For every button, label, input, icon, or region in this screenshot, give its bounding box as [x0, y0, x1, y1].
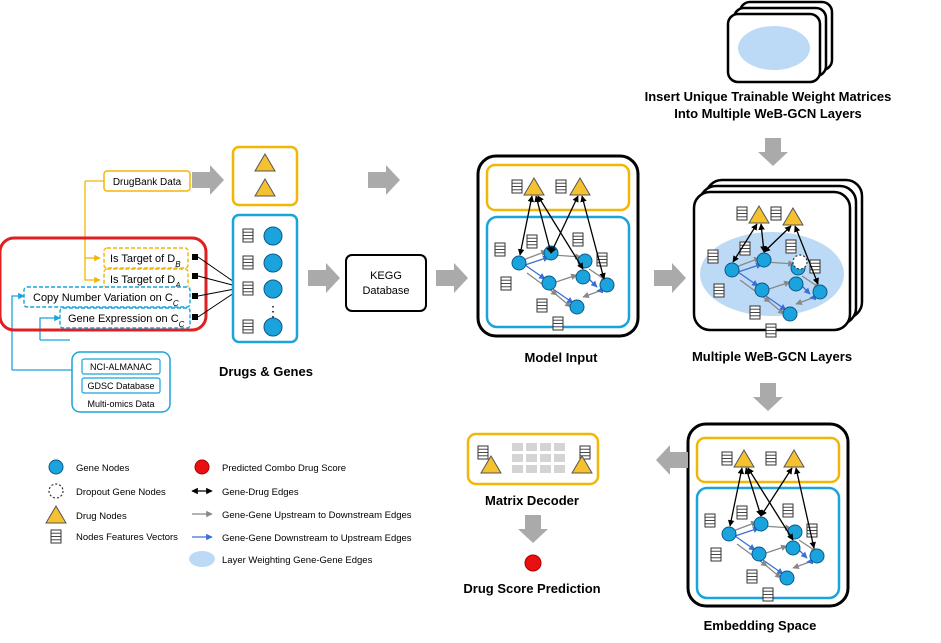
- feature-inputs-border: [0, 236, 208, 332]
- copy-number-label: Copy Number Variation on C: [33, 292, 173, 304]
- arrow-decoder-to-prediction: [518, 515, 548, 543]
- drugbank-label: DrugBank Data: [113, 177, 182, 188]
- is-target-da-label: Is Target of D: [110, 274, 175, 286]
- genes-box: ⋮: [231, 213, 299, 344]
- source-connectors: [11, 180, 104, 371]
- matrix-decoder-label: Matrix Decoder: [485, 493, 579, 508]
- drugs-genes-label: Drugs & Genes: [219, 364, 313, 379]
- nci-almanac-label: NCI-ALMANAC: [90, 362, 153, 372]
- arrow-drugbank-to-drugs: [192, 165, 224, 195]
- genes-ellipsis: ⋮: [266, 303, 280, 319]
- legend-predicted-combo: Predicted Combo Drug Score: [222, 463, 346, 474]
- embedding-space-label: Embedding Space: [704, 618, 817, 633]
- drugs-box: [231, 145, 299, 207]
- svg-text:Is Target of DA: Is Target of DA: [110, 274, 181, 290]
- legend-drug-nodes: Drug Nodes: [76, 511, 127, 522]
- embedding-space-panel: [686, 422, 850, 608]
- kegg-label: KEGG: [370, 270, 402, 282]
- arrow-drugs-to-model: [368, 165, 400, 195]
- legend-dropout-gene-nodes: Dropout Gene Nodes: [76, 487, 166, 498]
- legend-gene-icon: [48, 459, 64, 475]
- copy-number-sub: C: [173, 299, 179, 308]
- insert-weights-line2: Into Multiple WeB-GCN Layers: [674, 106, 862, 121]
- dropout-gene-node: [792, 254, 808, 270]
- feature-inputs-group: Is Target of DB Is Target of DA Copy Num…: [0, 236, 208, 332]
- webgcn-layers-stack: [692, 178, 864, 337]
- is-target-db-box: [103, 247, 189, 269]
- gene-expression-sub: C: [179, 320, 185, 329]
- legend-gene-nodes: Gene Nodes: [76, 463, 130, 474]
- model-input-panel: [476, 154, 640, 338]
- legend-gene-drug-edges: Gene-Drug Edges: [222, 487, 299, 498]
- legend-downstream-edges: Gene-Gene Downstream to Upstream Edges: [222, 533, 412, 544]
- svg-text:Is Target of DB: Is Target of DB: [110, 253, 181, 269]
- legend-nodes-features-vectors: Nodes Features Vectors: [76, 532, 178, 543]
- legend-weighting-icon: [189, 551, 215, 567]
- kegg-database-label: Database: [362, 285, 409, 297]
- weight-blob: [738, 26, 810, 70]
- drugbank-data-box: DrugBank Data: [103, 170, 191, 192]
- multi-omics-label: Multi-omics Data: [87, 399, 154, 409]
- legend: Gene Nodes Dropout Gene Nodes Drug Nodes…: [45, 459, 412, 567]
- gdsc-label: GDSC Database: [87, 381, 154, 391]
- copy-number-box: [23, 286, 191, 308]
- legend-layer-weighting: Layer Weighting Gene-Gene Edges: [222, 555, 373, 566]
- arrow-model-to-layers: [654, 263, 686, 293]
- predicted-score-dot: [524, 554, 542, 572]
- is-target-db-sub: B: [175, 260, 181, 269]
- is-target-db-label: Is Target of D: [110, 253, 175, 265]
- multi-omics-box: NCI-ALMANAC GDSC Database Multi-omics Da…: [71, 351, 171, 413]
- legend-predicted-icon: [194, 459, 210, 475]
- matrix-decoder-box: [466, 432, 600, 486]
- svg-text:Gene Expression on CC: Gene Expression on CC: [68, 313, 185, 329]
- arrow-genes-to-kegg: [308, 263, 340, 293]
- legend-drug-icon: [45, 505, 67, 524]
- svg-text:Copy Number Variation on CC: Copy Number Variation on CC: [33, 292, 179, 308]
- legend-upstream-edges: Gene-Gene Upstream to Downstream Edges: [222, 510, 412, 521]
- multiple-layers-label: Multiple WeB-GCN Layers: [692, 349, 852, 364]
- arrow-layers-to-embedding: [753, 383, 783, 411]
- is-target-da-sub: A: [174, 281, 180, 290]
- kegg-database-box: KEGG Database: [345, 254, 427, 312]
- model-input-label: Model Input: [525, 350, 599, 365]
- legend-vector-icon: [50, 529, 62, 544]
- gene-expression-label: Gene Expression on C: [68, 313, 179, 325]
- weight-matrices-stack: [726, 0, 834, 84]
- drug-score-prediction-label: Drug Score Prediction: [463, 581, 600, 596]
- gene-expression-box: [59, 307, 191, 329]
- insert-weights-line1: Insert Unique Trainable Weight Matrices: [645, 89, 892, 104]
- arrow-weights-to-layers: [758, 138, 788, 166]
- arrow-embedding-to-decoder: [656, 445, 688, 475]
- arrow-kegg-to-model: [436, 263, 468, 293]
- legend-dropout-icon: [48, 483, 64, 499]
